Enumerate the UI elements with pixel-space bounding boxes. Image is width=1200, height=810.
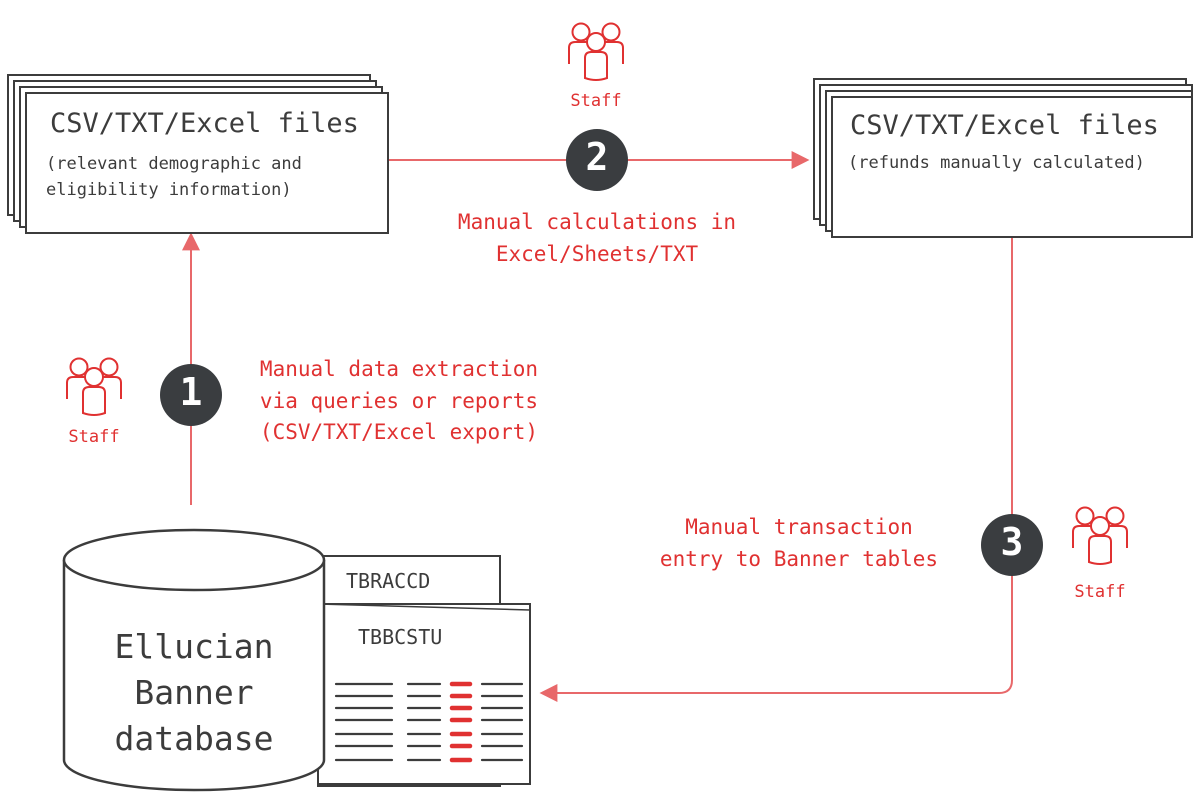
arrow-entry bbox=[539, 238, 1013, 702]
database-label: Ellucian Banner database bbox=[114, 627, 274, 759]
right-files-title: CSV/TXT/Excel files bbox=[850, 110, 1159, 141]
staff-label-step-1: Staff bbox=[68, 427, 120, 447]
staff-label-step-3: Staff bbox=[1074, 582, 1126, 602]
table-name-tbraccd: TBRACCD bbox=[346, 569, 431, 593]
staff-group-icon bbox=[66, 357, 122, 416]
table-name-tbbcstu: TBBCSTU bbox=[358, 625, 443, 649]
step-1-label: Manual data extraction via queries or re… bbox=[259, 357, 539, 444]
step-3-label: Manual transaction entry to Banner table… bbox=[659, 515, 939, 571]
step-3-number: 3 bbox=[1000, 520, 1024, 564]
table-rows bbox=[334, 681, 524, 763]
left-file-stack bbox=[7, 74, 389, 234]
right-file-stack bbox=[813, 78, 1193, 238]
left-files-subtitle: (relevant demographic and eligibility in… bbox=[46, 154, 302, 200]
left-files-title: CSV/TXT/Excel files bbox=[50, 108, 359, 139]
tbbcstu-sheet bbox=[317, 603, 531, 785]
step-1-badge bbox=[160, 364, 222, 426]
staff-group-icon bbox=[1072, 506, 1128, 565]
step-2-number: 2 bbox=[585, 135, 609, 179]
right-files-subtitle: (refunds manually calculated) bbox=[848, 153, 1145, 173]
step-2-label: Manual calculations in Excel/Sheets/TXT bbox=[457, 210, 737, 266]
staff-label-step-2: Staff bbox=[570, 91, 622, 111]
step-1-number: 1 bbox=[179, 370, 203, 414]
database-cylinder-icon bbox=[62, 528, 326, 792]
step-3-badge bbox=[981, 514, 1043, 576]
staff-group-icon bbox=[568, 22, 624, 81]
step-2-badge bbox=[566, 129, 628, 191]
